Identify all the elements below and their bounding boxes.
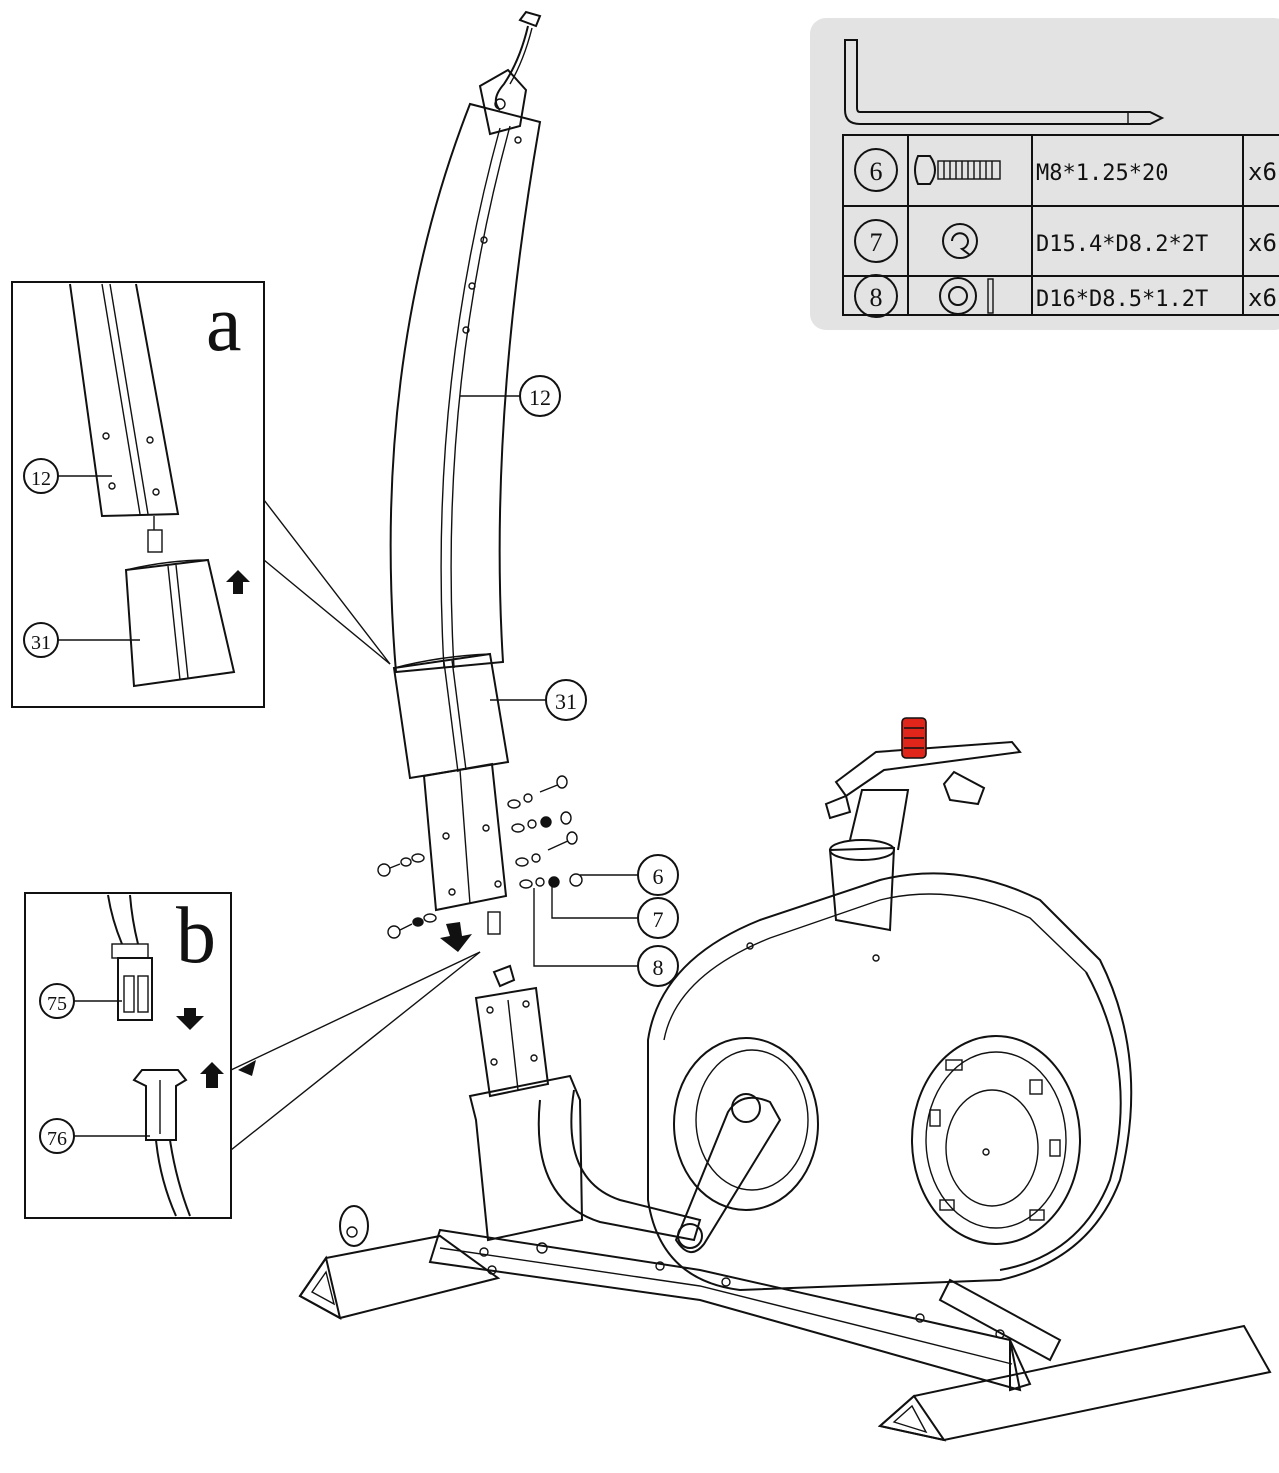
callout-number: 6 [653,864,664,889]
callout-number: 76 [47,1128,67,1150]
bolt-quantity: x6 [1248,158,1277,186]
hardware-panel-background [810,18,1279,330]
callout-number: 75 [47,993,67,1015]
arrow-up-icon [226,570,250,594]
post-cover [392,652,510,780]
bolt-icon [914,155,1001,185]
post-lower-section [422,762,508,935]
bike-frame [298,986,1272,1442]
detail-b-inset: b 75 76 [24,892,232,1219]
table-row: 6 M8*1.25*20 x6 [854,148,1277,192]
seat-post [824,717,1022,932]
bolts-left [377,853,437,939]
callout-number: 6 [870,157,883,186]
callout-number: 31 [555,689,577,714]
table-row: 8 D16*D8.5*1.2T x6 [854,274,1277,318]
spring-washer-icon [942,223,978,259]
callout-number: 7 [870,228,883,257]
callout-number: 12 [529,385,551,410]
detail-b-letter: b [176,892,216,980]
arrow-down-icon [440,922,472,952]
spring-washer-quantity: x6 [1248,229,1277,257]
allen-key-icon [844,39,1165,125]
flat-washer-spec: D16*D8.5*1.2T [1036,287,1208,312]
handlebar-post [389,10,542,674]
arrow-down-icon [176,1008,204,1030]
spring-washer-spec: D15.4*D8.2*2T [1036,232,1208,257]
bolt-spec: M8*1.25*20 [1036,161,1168,186]
detail-a-inset: a 12 31 [11,280,265,708]
flat-washer-quantity: x6 [1248,284,1277,312]
bolts-right [507,775,583,889]
table-row: 7 D15.4*D8.2*2T x6 [854,219,1277,263]
arrow-up-icon [200,1062,224,1088]
hardware-panel: 6 M8*1.25*20 x6 7 [810,18,1279,330]
callout-number: 7 [653,907,664,932]
flat-washer-icon [939,277,994,315]
callout-number: 31 [31,632,51,654]
callout-number: 8 [653,955,664,980]
flywheel-housing [647,872,1133,1292]
callout-number: 12 [31,468,51,490]
hardware-table: 6 M8*1.25*20 x6 7 [842,134,1279,318]
callout-number: 8 [870,283,883,312]
detail-a-letter: a [206,280,242,368]
